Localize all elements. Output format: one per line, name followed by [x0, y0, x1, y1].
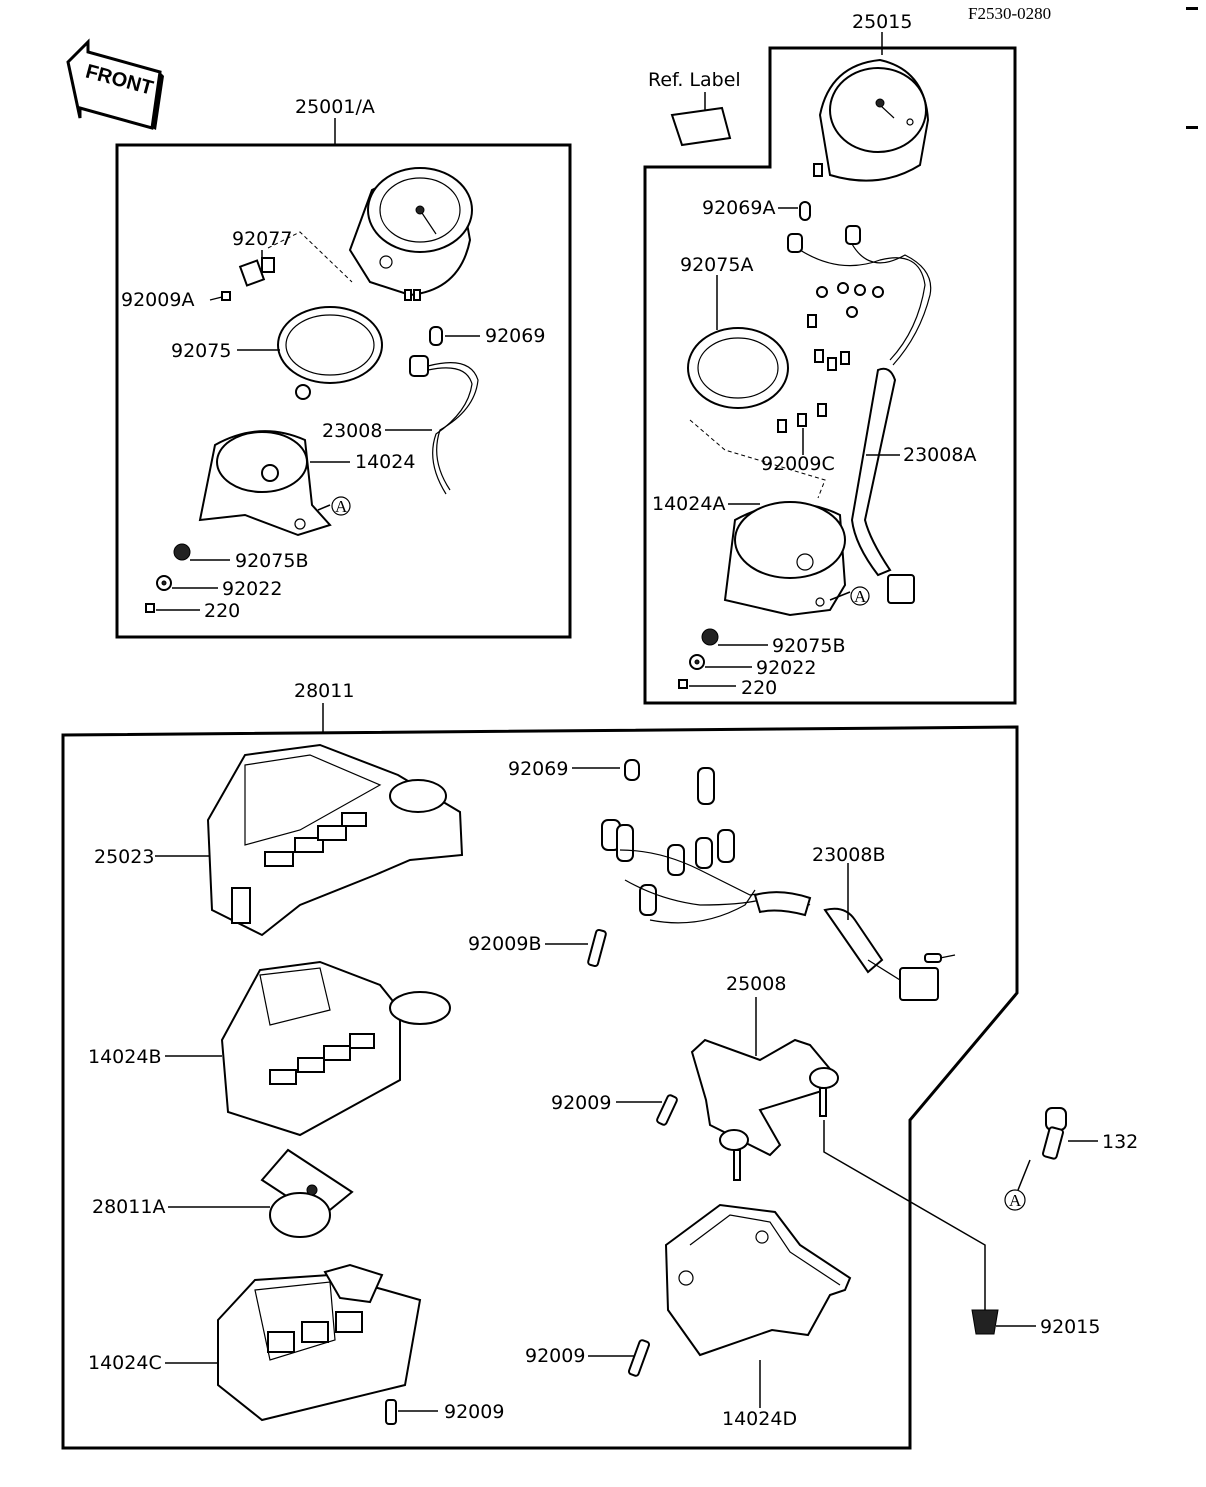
callout-14024B: 14024B: [88, 1046, 161, 1068]
screw-92009-mid: [656, 1094, 678, 1126]
case-14024C: [217, 1263, 422, 1422]
nut-92015: [971, 1309, 999, 1335]
callout-14024A: 14024A: [652, 493, 725, 515]
callout-92015: 92015: [1040, 1316, 1100, 1338]
callout-25001A: 25001/A: [295, 96, 375, 118]
screw-92009A: [209, 291, 231, 301]
washer-92022-right: [689, 654, 705, 670]
group-frame-bottom: [61, 725, 1019, 1450]
washer-92022-left: [156, 575, 172, 591]
screw-220-left: [145, 603, 155, 613]
plate-14024D: [664, 1203, 852, 1357]
group-frame-left: [115, 143, 572, 639]
callout-92075: 92075: [171, 340, 231, 362]
edge-mark-top: [1186, 7, 1198, 10]
ref-label-sticker: [670, 106, 732, 147]
case-14024: [198, 430, 332, 537]
callout-14024: 14024: [355, 451, 415, 473]
screw-220-right: [678, 679, 688, 689]
callout-92009C: 92009C: [761, 453, 835, 475]
callout-23008B: 23008B: [812, 844, 885, 866]
callout-28011: 28011: [294, 680, 354, 702]
screw-92009-bottom: [385, 1399, 397, 1425]
callout-92022-left: 92022: [222, 578, 282, 600]
callout-25015: 25015: [852, 11, 912, 33]
screws-92009C: [777, 314, 850, 433]
front-arrow-icon: FRONT: [66, 38, 164, 130]
harness-23008A: [787, 225, 932, 604]
harness-23008: [409, 355, 479, 495]
speedometer-assembly-group: 25001/A 92077 92009A: [115, 96, 572, 639]
callout-92069-bottom: 92069: [508, 758, 568, 780]
callout-92022-right: 92022: [756, 657, 816, 679]
callout-220-right: 220: [741, 677, 777, 699]
callout-92075B-left: 92075B: [235, 550, 308, 572]
callout-25023: 25023: [94, 846, 154, 868]
grommet-92075B-left: [173, 543, 191, 561]
ring-92075: [277, 306, 383, 400]
callout-25008: 25008: [726, 973, 786, 995]
callout-28011A: 28011A: [92, 1196, 165, 1218]
ring-92075A: [687, 327, 789, 409]
callout-132: 132: [1102, 1131, 1138, 1153]
speedometer-meter: [348, 167, 473, 301]
callout-92069A: 92069A: [702, 197, 775, 219]
circle-A-left: A: [335, 497, 348, 516]
screw-92009B: [587, 928, 607, 968]
harness-23008B: [601, 759, 956, 1001]
bolt-132: [1042, 1107, 1067, 1160]
tachometer-assembly-group: 25015 Ref. Label 92069A: [643, 11, 1017, 705]
case-14024A: [723, 501, 847, 617]
group-frame-right: [643, 46, 1017, 705]
bracket-25008: [690, 1038, 839, 1181]
tachometer-meter: [813, 58, 930, 182]
callout-92069-top: 92069: [485, 325, 545, 347]
callout-220-left: 220: [204, 600, 240, 622]
callout-14024D: 14024D: [722, 1408, 797, 1430]
callout-23008: 23008: [322, 420, 382, 442]
document-code: F2530-0280: [968, 4, 1051, 23]
callout-92077: 92077: [232, 228, 292, 250]
callout-92009-bottom: 92009: [444, 1401, 504, 1423]
cover-25023: [206, 743, 464, 937]
callout-23008A: 23008A: [903, 444, 976, 466]
callout-92009B: 92009B: [468, 933, 541, 955]
callout-92075A: 92075A: [680, 254, 753, 276]
callout-92009A: 92009A: [121, 289, 194, 311]
callout-ref-label: Ref. Label: [648, 69, 741, 91]
grommet-92075B-right: [701, 628, 719, 646]
callout-92075B-right: 92075B: [772, 635, 845, 657]
callout-14024C: 14024C: [88, 1352, 162, 1374]
callout-92009-lower: 92009: [525, 1345, 585, 1367]
indicator-28011A: [260, 1148, 354, 1238]
bulb-92069A: [799, 201, 811, 221]
circle-A-132: A: [1009, 1191, 1022, 1210]
socket-92077: [238, 257, 275, 287]
case-14024B: [220, 960, 451, 1137]
edge-mark-bottom: [1186, 126, 1198, 129]
meter-housing-group: 28011 25023 14024B: [61, 680, 1019, 1450]
circle-A-right: A: [854, 587, 867, 606]
screw-92009-lower: [627, 1339, 651, 1377]
bulb-92069: [429, 326, 443, 346]
callout-92009-mid: 92009: [551, 1092, 611, 1114]
